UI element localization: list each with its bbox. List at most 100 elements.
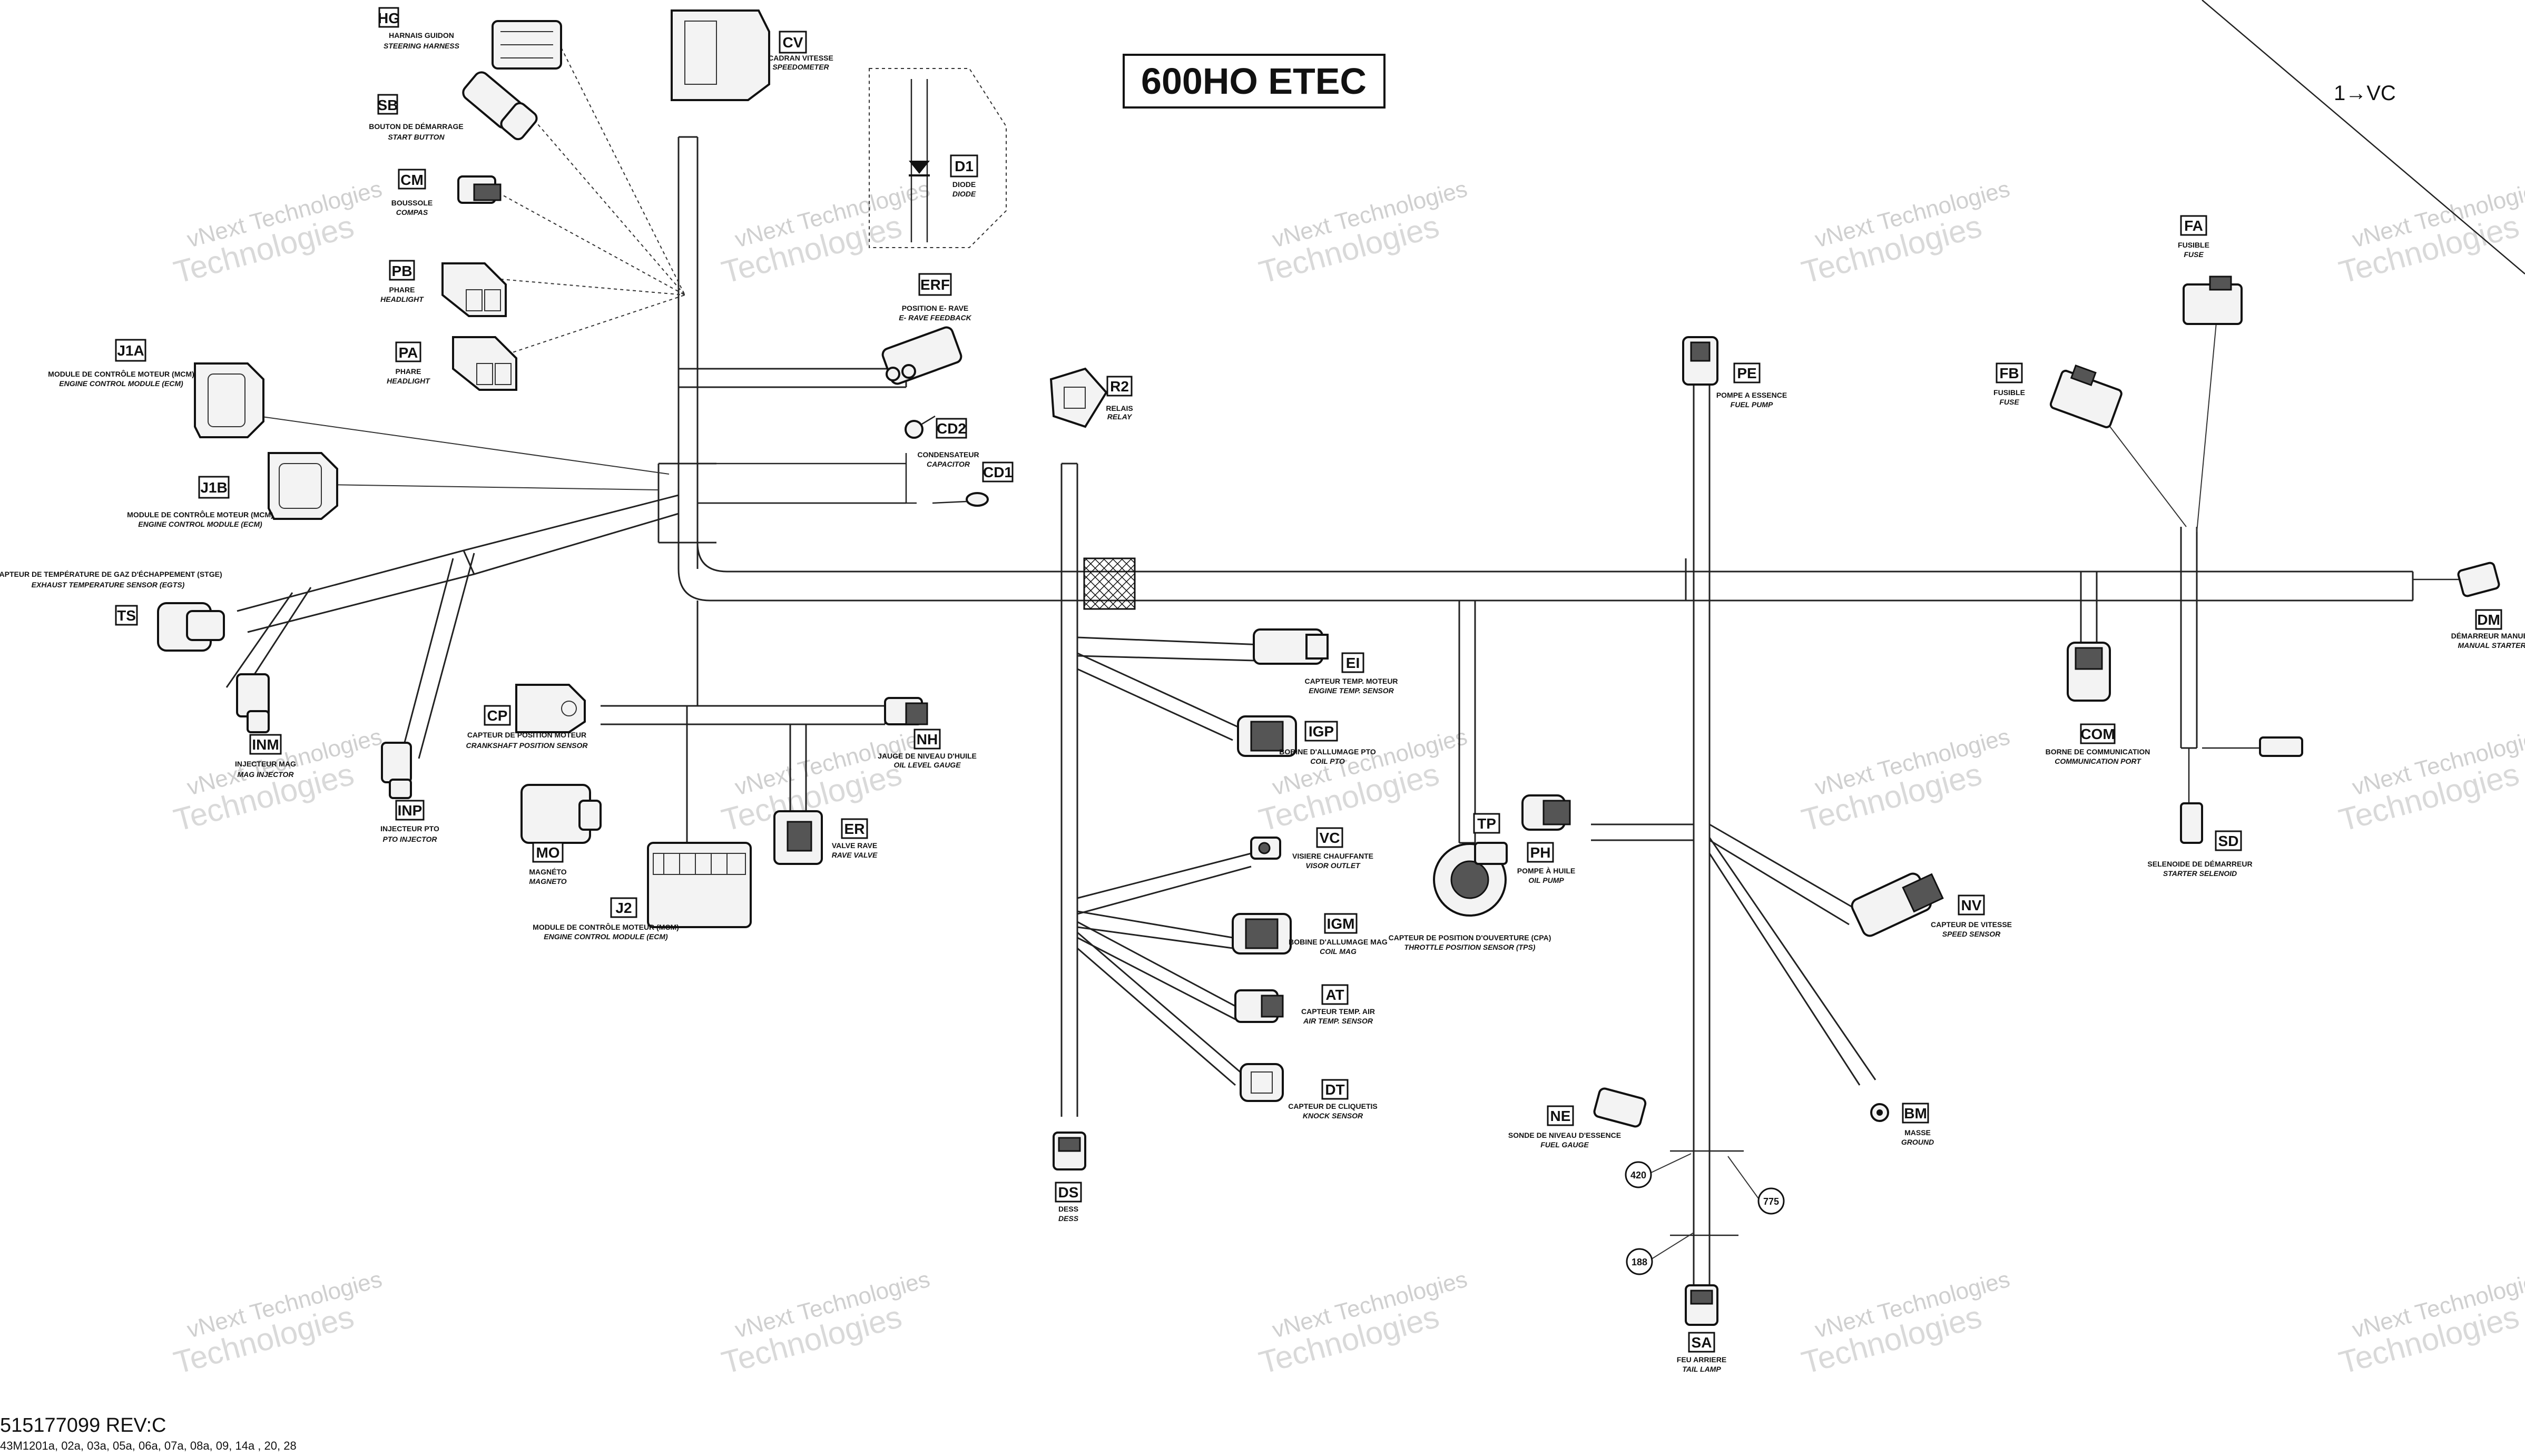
label-en-ts: EXHAUST TEMPERATURE SENSOR (EGTS) [32, 581, 185, 589]
connector-mo[interactable]: MO MAGNÉTO MAGNETO [520, 784, 602, 886]
tag-ds: DS [1058, 1184, 1079, 1201]
tag-ph: PH [1530, 844, 1551, 861]
connector-unlabeled[interactable] [2259, 736, 2303, 757]
label-en-cm: COMPAS [396, 208, 428, 217]
label-en-ds: DESS [1058, 1214, 1079, 1223]
connector-sd[interactable]: SD SELENOIDE DE DÉMARREUR STARTER SELENO… [2147, 802, 2253, 878]
label-fr-fa: FUSIBLE [2178, 241, 2209, 249]
connector-pe[interactable]: PE POMPE A ESSENCE FUEL PUMP [1682, 336, 1787, 409]
label-en-pe: FUEL PUMP [1731, 400, 1773, 409]
tag-nh: NH [917, 731, 938, 747]
label-en-inm: MAG INJECTOR [237, 770, 294, 779]
label-en-sd: STARTER SELENOID [2163, 869, 2237, 878]
connector-igm[interactable]: IGM BOBINE D'ALLUMAGE MAG COIL MAG [1232, 913, 1388, 956]
label-fr-ne: SONDE DE NIVEAU D'ESSENCE [1508, 1131, 1621, 1139]
connector-nh[interactable]: NH JAUGE DE NIVEAU D'HUILE OIL LEVEL GAU… [878, 697, 977, 769]
label-fr-bm: MASSE [1904, 1128, 1931, 1137]
connector-cv[interactable]: CV CADRAN VITESSE SPEEDOMETER [671, 9, 833, 101]
callout-188 [1626, 1248, 1653, 1275]
connector-ei[interactable]: EI CAPTEUR TEMP. MOTEUR ENGINE TEMP. SEN… [1253, 628, 1398, 695]
label-fr-sb: BOUTON DE DÉMARRAGE [369, 122, 463, 131]
label-fr-cv: CADRAN VITESSE [768, 54, 833, 62]
tag-er: ER [844, 821, 865, 837]
tag-tp: TP [1477, 815, 1496, 832]
connector-inp[interactable]: INP INJECTEUR PTO PTO INJECTOR [380, 742, 439, 843]
title-box [1123, 54, 1386, 109]
connector-r2[interactable]: R2 RELAIS RELAY [1049, 367, 1133, 428]
label-fr-com: BORNE DE COMMUNICATION [2046, 747, 2150, 756]
connector-igp[interactable]: IGP BOBINE D'ALLUMAGE PTO COIL PTO [1237, 715, 1376, 765]
tag-pe: PE [1737, 365, 1756, 381]
label-fr-cm: BOUSSOLE [391, 199, 433, 207]
connector-fa[interactable]: FA FUSIBLE FUSE [2178, 215, 2243, 325]
figure-codes: 43M1201a, 02a, 03a, 05a, 06a, 07a, 08a, … [0, 1439, 297, 1452]
connector-pb[interactable]: PB PHARE HEADLIGHT [380, 260, 507, 317]
label-en-ne: FUEL GAUGE [1540, 1140, 1589, 1149]
connector-j1b[interactable]: J1B MODULE DE CONTRÔLE MOTEUR (MCM) ENGI… [127, 452, 338, 528]
callout-188-label: 188 [1632, 1257, 1647, 1267]
label-fr-pe: POMPE A ESSENCE [1716, 391, 1787, 399]
label-fr-ei: CAPTEUR TEMP. MOTEUR [1304, 677, 1398, 685]
leader-lines [258, 42, 685, 490]
connector-cd2[interactable]: CD2 CONDENSATEUR CAPACITOR [905, 415, 979, 468]
label-en-igm: COIL MAG [1320, 947, 1357, 956]
tag-dt: DT [1325, 1081, 1344, 1098]
connector-vc[interactable]: VC VISIERE CHAUFFANTE VISOR OUTLET [1250, 827, 1373, 870]
tag-vc: VC [1320, 830, 1340, 846]
connector-j1a[interactable]: J1A MODULE DE CONTRÔLE MOTEUR (MCM) ENGI… [48, 339, 264, 438]
label-fr-tp: CAPTEUR DE POSITION D'OUVERTURE (CPA) [1389, 933, 1551, 942]
connector-fb[interactable]: FB FUSIBLE FUSE [1993, 362, 2123, 428]
connector-sb[interactable]: SB BOUTON DE DÉMARRAGE START BUTTON [369, 70, 539, 142]
diagram-title: 600HO ETEC [1123, 54, 1386, 109]
connector-dt[interactable]: DT CAPTEUR DE CLIQUETIS KNOCK SENSOR [1240, 1063, 1378, 1120]
label-fr-sa: FEU ARRIERE [1677, 1355, 1726, 1364]
connector-com[interactable]: COM BORNE DE COMMUNICATION COMMUNICATION… [2046, 642, 2150, 765]
label-fr-er: VALVE RAVE [832, 841, 877, 850]
connector-ts[interactable]: TS CAPTEUR DE TEMPÉRATURE DE GAZ D'ÉCHAP… [0, 570, 225, 652]
connector-ne[interactable]: NE SONDE DE NIVEAU D'ESSENCE FUEL GAUGE [1508, 1087, 1647, 1149]
connector-d1[interactable]: D1 DIODE DIODE [950, 154, 978, 198]
label-en-r2: RELAY [1107, 412, 1133, 421]
connector-bm[interactable]: BM MASSE GROUND [1870, 1103, 1934, 1146]
tag-pa: PA [399, 345, 418, 361]
label-en-bm: GROUND [1901, 1138, 1934, 1146]
connector-j2[interactable]: J2 MODULE DE CONTRÔLE MOTEUR (MCM) ENGIN… [533, 842, 752, 941]
callout-775 [1757, 1187, 1785, 1215]
label-fr-cp: CAPTEUR DE POSITION MOTEUR [467, 731, 586, 739]
connector-at[interactable]: AT CAPTEUR TEMP. AIR AIR TEMP. SENSOR [1234, 984, 1375, 1025]
tag-d1: D1 [955, 158, 974, 174]
label-en-sb: START BUTTON [388, 133, 445, 141]
connector-ph[interactable]: PH POMPE À HUILE OIL PUMP [1517, 794, 1575, 884]
label-en-tp: THROTTLE POSITION SENSOR (TPS) [1404, 943, 1536, 951]
label-en-igp: COIL PTO [1310, 757, 1345, 765]
label-en-nv: SPEED SENSOR [1942, 930, 2001, 938]
label-en-j1a: ENGINE CONTROL MODULE (ECM) [59, 379, 183, 388]
label-fr-j2: MODULE DE CONTRÔLE MOTEUR (MCM) [533, 922, 679, 931]
connector-inm[interactable]: INM INJECTEUR MAG MAG INJECTOR [235, 673, 296, 779]
connector-er[interactable]: ER VALVE RAVE RAVE VALVE [773, 810, 878, 865]
vc-reference: 1→VC [2202, 0, 2525, 274]
tag-fb: FB [1999, 365, 2019, 381]
label-fr-erf: POSITION E- RAVE [902, 304, 969, 312]
connector-sa[interactable]: SA FEU ARRIERE TAIL LAMP [1677, 1284, 1726, 1373]
connector-cd1[interactable]: CD1 [932, 461, 1014, 507]
connector-tp[interactable]: TP CAPTEUR DE POSITION D'OUVERTURE (CPA)… [1389, 813, 1551, 951]
connector-cp[interactable]: CP CAPTEUR DE POSITION MOTEUR CRANKSHAFT… [466, 684, 588, 750]
label-fr-at: CAPTEUR TEMP. AIR [1301, 1007, 1375, 1016]
label-en-ei: ENGINE TEMP. SENSOR [1309, 686, 1394, 695]
tag-hg: HG [378, 10, 400, 26]
connector-ds[interactable]: DS DESS DESS [1053, 1132, 1086, 1223]
label-en-at: AIR TEMP. SENSOR [1303, 1017, 1373, 1025]
label-fr-dt: CAPTEUR DE CLIQUETIS [1288, 1102, 1378, 1110]
connector-pa[interactable]: PA PHARE HEADLIGHT [387, 336, 517, 391]
connector-nv[interactable]: NV CAPTEUR DE VITESSE SPEED SENSOR [1850, 871, 2012, 938]
connector-hg[interactable]: HG HARNAIS GUIDON STEERING HARNESS [378, 7, 562, 70]
connector-erf[interactable]: ERF POSITION E- RAVE E- RAVE FEEDBACK [881, 273, 972, 386]
connector-dm[interactable]: DM DÉMARREUR MANUEL MANUAL STARTER [2451, 562, 2525, 650]
connector-cm[interactable]: CM BOUSSOLE COMPAS [391, 169, 502, 217]
label-fr-dm: DÉMARREUR MANUEL [2451, 632, 2525, 640]
tag-cp: CP [487, 707, 508, 724]
callouts: 420 775 188 [1625, 1153, 1785, 1275]
tag-ei: EI [1346, 655, 1360, 671]
diode-dashed-outline [869, 68, 1007, 248]
